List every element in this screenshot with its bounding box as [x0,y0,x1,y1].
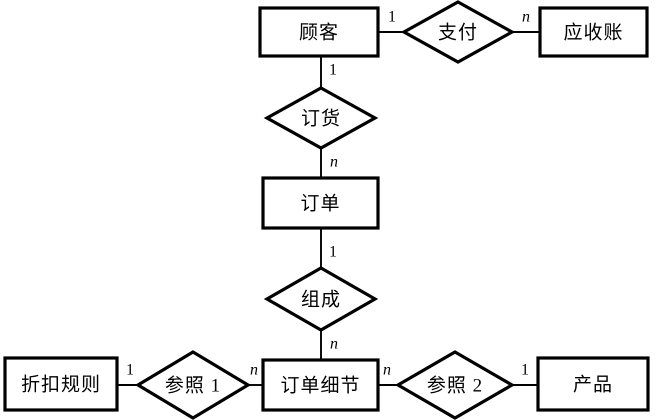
entity-box [538,6,649,58]
relationship-diamond [394,350,516,420]
relationship-label: 参照 1 [165,375,221,397]
entity-box [261,358,380,412]
relationship-label: 支付 [438,22,478,44]
entity-box [261,176,380,230]
relationship-diamond [263,86,379,150]
cardinality-label: 1 [126,362,134,379]
relationship-diamond [400,0,516,64]
cardinality-label: 1 [329,244,337,261]
entity-product[interactable]: 产品 [536,356,650,412]
cardinality-label: 1 [329,62,337,79]
entity-discountrule[interactable]: 折扣规则 [3,356,119,412]
relationship-ref1[interactable]: 参照 1 [134,350,252,420]
connections-layer [117,31,540,386]
entity-label: 产品 [573,374,613,396]
entity-customer[interactable]: 顾客 [258,6,380,58]
entity-label: 订单 [300,193,340,215]
entity-box [3,356,119,412]
cardinality-label: n [330,336,338,353]
entity-receivable[interactable]: 应收账 [538,6,649,58]
entity-label: 订单细节 [280,375,360,397]
entity-box [258,6,380,58]
entity-label: 折扣规则 [21,374,101,396]
cardinalities-layer: 1 n 1 n 1 n 1 n n 1 [126,9,530,379]
relationship-ref2[interactable]: 参照 2 [394,350,516,420]
entity-order[interactable]: 订单 [261,176,380,230]
relationship-compose[interactable]: 组成 [263,266,379,332]
cardinality-label: 1 [521,362,529,379]
relationship-label: 组成 [301,289,341,311]
entity-label: 应收账 [563,22,623,44]
relationship-pay[interactable]: 支付 [400,0,516,64]
entity-orderdetail[interactable]: 订单细节 [261,358,380,412]
cardinality-label: 1 [388,9,396,26]
cardinality-label: n [522,9,530,26]
cardinality-label: n [250,362,258,379]
relationship-diamond [134,350,252,420]
cardinality-label: n [330,154,338,171]
relationship-label: 订货 [301,108,341,130]
relationship-placeorder[interactable]: 订货 [263,86,379,150]
cardinality-label: n [383,362,391,379]
entity-box [536,356,650,412]
relationship-label: 参照 2 [427,375,483,397]
relationship-diamond [263,266,379,332]
entity-label: 顾客 [299,22,339,44]
